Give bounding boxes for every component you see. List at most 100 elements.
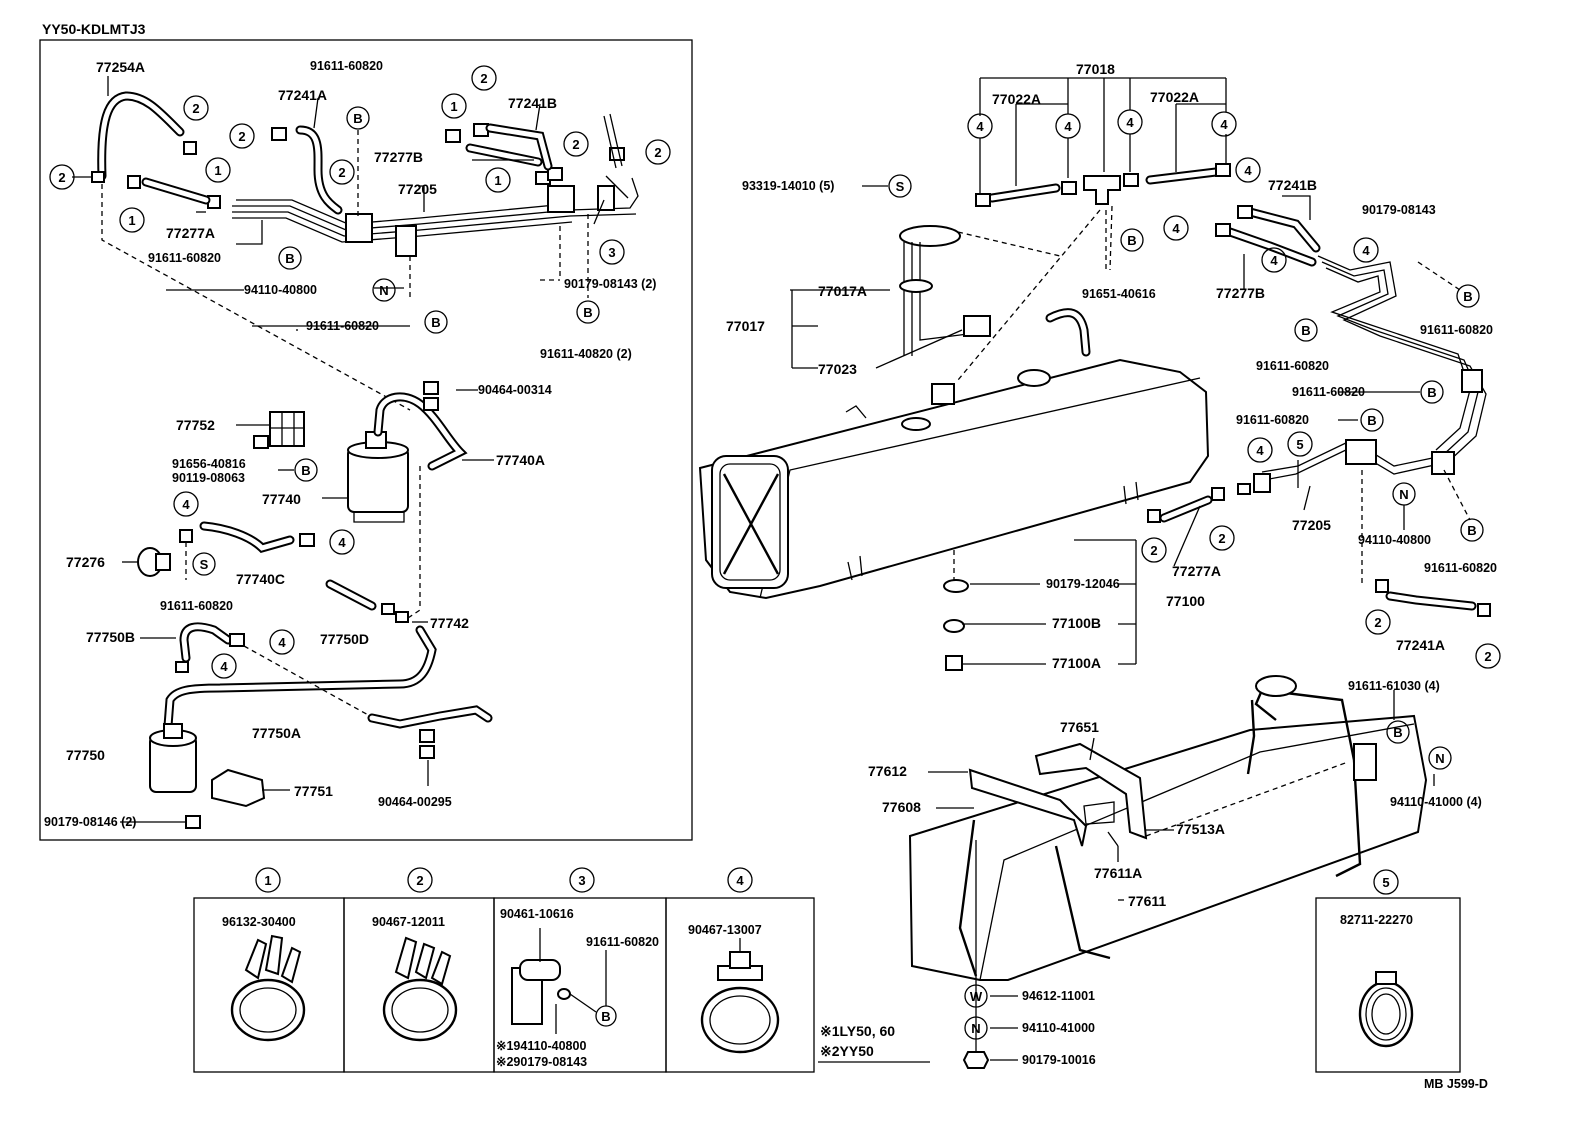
label-77241A: 77241A	[278, 87, 327, 103]
svg-text:N: N	[971, 1021, 980, 1036]
legend-part-90467-12011: 90467-12011	[372, 915, 445, 929]
right-side-labels: 77018 77022A 77022A 93319-14010 (5) 7724…	[726, 61, 1497, 1067]
marker-W: W	[964, 984, 988, 1008]
left-panel-leaders	[72, 76, 605, 823]
marker-4: 4	[1211, 111, 1237, 137]
svg-text:2: 2	[192, 101, 199, 116]
marker-2: 2	[1141, 537, 1167, 563]
marker-1: 1	[205, 157, 231, 183]
label-94110-40800-right: 94110-40800	[1358, 533, 1431, 547]
label-77750B: 77750B	[86, 629, 135, 645]
label-91611-60820-r2: 91611-60820	[1256, 359, 1329, 373]
svg-text:2: 2	[238, 129, 245, 144]
label-91611-60820-top: 91611-60820	[310, 59, 383, 73]
marker-B: B	[1456, 284, 1480, 308]
label-94110-40800: 94110-40800	[244, 283, 317, 297]
svg-text:4: 4	[736, 873, 744, 888]
model-code: YY50-KDLMTJ3	[42, 21, 146, 37]
marker-B: B	[294, 458, 318, 482]
right-side-markers: 4 4 4 4 4 S 4 B 4 4 B B B B 4 5 N B 2 2 …	[888, 109, 1501, 1069]
label-77513A: 77513A	[1176, 821, 1225, 837]
label-77205-right: 77205	[1292, 517, 1331, 533]
svg-text:4: 4	[182, 497, 190, 512]
svg-text:B: B	[1467, 523, 1476, 538]
marker-4: 4	[211, 653, 237, 679]
marker-2: 2	[1475, 643, 1501, 669]
marker-B: B	[1386, 720, 1410, 744]
label-77100B: 77100B	[1052, 615, 1101, 631]
label-90119-08063: 90119-08063	[172, 471, 245, 485]
label-91611-60820-mid: 91611-60820	[306, 319, 379, 333]
label-91611-60820-low: 91611-60820	[160, 599, 233, 613]
svg-text:N: N	[379, 283, 388, 298]
label-77017: 77017	[726, 318, 765, 334]
svg-text:5: 5	[1382, 875, 1389, 890]
marker-B: B	[278, 246, 302, 270]
svg-text:4: 4	[1270, 253, 1278, 268]
svg-text:1: 1	[214, 163, 221, 178]
svg-text:W: W	[970, 989, 983, 1004]
svg-text:2: 2	[1218, 531, 1225, 546]
legend-part-91611-60820: 91611-60820	[586, 935, 659, 949]
marker-2: 2	[563, 131, 589, 157]
legend-part-82711-22270: 82711-22270	[1340, 913, 1413, 927]
svg-text:4: 4	[1220, 117, 1228, 132]
svg-text:3: 3	[608, 245, 615, 260]
marker-4: 4	[1247, 437, 1273, 463]
marker-S: S	[192, 552, 216, 576]
legend-part-90467-13007: 90467-13007	[688, 923, 762, 937]
svg-text:N: N	[1435, 751, 1444, 766]
label-77608: 77608	[882, 799, 921, 815]
svg-text:2: 2	[480, 71, 487, 86]
label-77612: 77612	[868, 763, 907, 779]
marker-B: B	[1294, 318, 1318, 342]
label-91611-61030-4: 91611-61030 (4)	[1348, 679, 1440, 693]
label-91611-60820-r4: 91611-60820	[1236, 413, 1309, 427]
svg-text:B: B	[285, 251, 294, 266]
left-panel-labels: 77254A 91611-60820 77241A 77241B 77277B …	[44, 59, 656, 829]
marker-2: 2	[49, 164, 75, 190]
marker-4: 4	[269, 629, 295, 655]
marker-4: 4	[1235, 157, 1261, 183]
marker-2: 2	[471, 65, 497, 91]
svg-text:4: 4	[1172, 221, 1180, 236]
label-77022A-right: 77022A	[1150, 89, 1199, 105]
diagram-code: MB J599-D	[1424, 1077, 1488, 1091]
svg-text:1: 1	[450, 99, 457, 114]
label-94110-41000: 94110-41000	[1022, 1021, 1095, 1035]
svg-text:2: 2	[1374, 615, 1381, 630]
marker-4: 4	[173, 491, 199, 517]
marker-N: N	[1428, 746, 1452, 770]
svg-text:B: B	[1393, 725, 1402, 740]
legend-marker-1: 1	[255, 867, 281, 893]
svg-text:2: 2	[654, 145, 661, 160]
marker-1: 1	[485, 167, 511, 193]
marker-2: 2	[229, 123, 255, 149]
label-93319-14010-5: 93319-14010 (5)	[742, 179, 834, 193]
legend-marker-5: 5	[1373, 869, 1399, 895]
label-91611-60820-r1: 91611-60820	[1420, 323, 1493, 337]
label-91651-40616: 91651-40616	[1082, 287, 1156, 301]
label-77752: 77752	[176, 417, 215, 433]
label-77611A: 77611A	[1094, 865, 1142, 881]
marker-2: 2	[329, 159, 355, 185]
label-90179-08143-right: 90179-08143	[1362, 203, 1436, 217]
svg-text:4: 4	[278, 635, 286, 650]
marker-B: B	[1360, 408, 1384, 432]
label-77276: 77276	[66, 554, 105, 570]
right-side-drawings	[698, 77, 1491, 1060]
marker-4: 4	[1117, 109, 1143, 135]
svg-text:3: 3	[578, 873, 585, 888]
svg-text:B: B	[601, 1009, 610, 1024]
svg-text:2: 2	[58, 170, 65, 185]
label-77750D: 77750D	[320, 631, 369, 647]
label-77241B-right: 77241B	[1268, 177, 1317, 193]
legend-marker-3: 3	[569, 867, 595, 893]
svg-text:B: B	[353, 111, 362, 126]
svg-text:2: 2	[572, 137, 579, 152]
label-77740C: 77740C	[236, 571, 285, 587]
label-77740: 77740	[262, 491, 301, 507]
marker-2: 2	[645, 139, 671, 165]
svg-text:2: 2	[1150, 543, 1157, 558]
